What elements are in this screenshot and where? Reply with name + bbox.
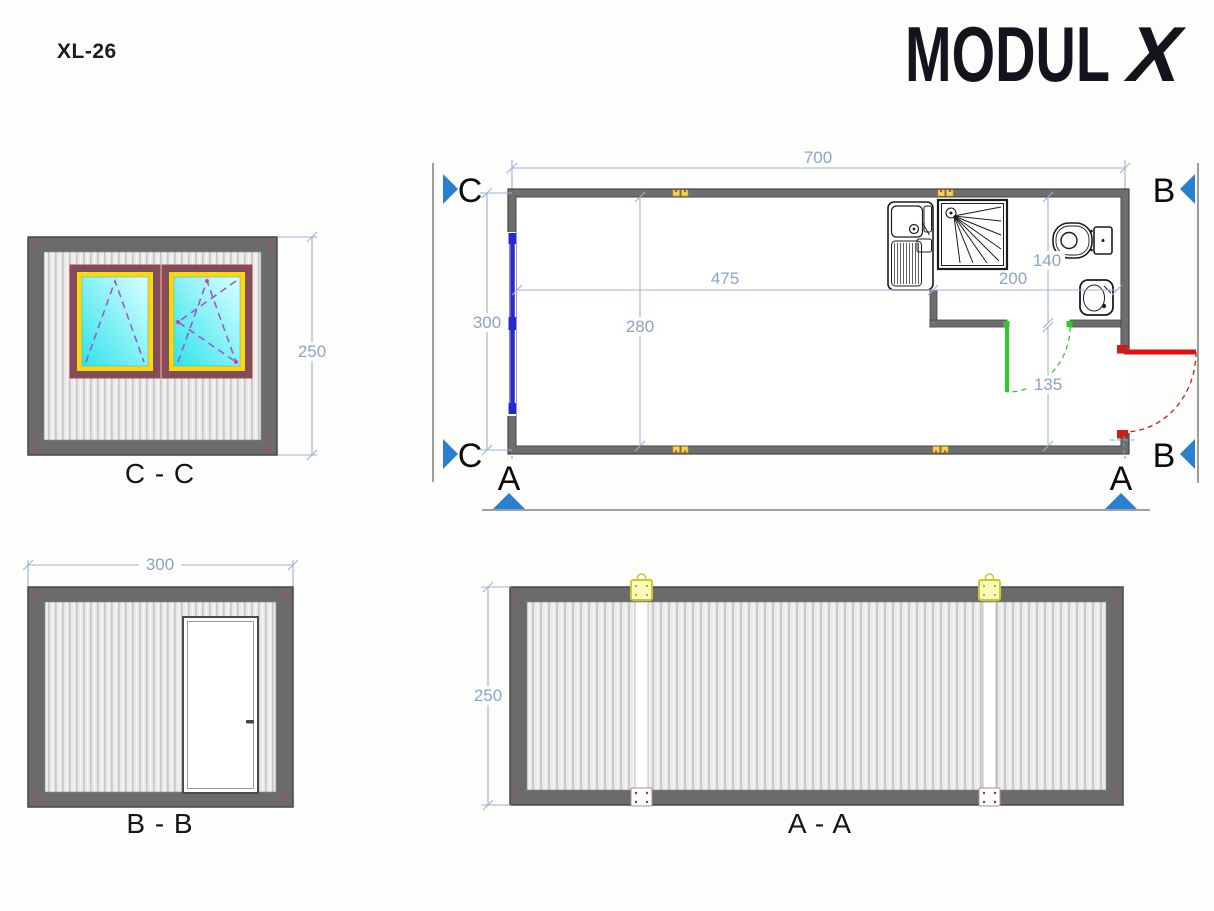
entrance-door [1110,345,1197,454]
wall-panel-joints [672,189,954,453]
kitchen-sink [887,201,934,291]
bb-dim-width: 300 [146,555,174,574]
aa-dim-height: 250 [474,686,502,705]
marker-a-left-icon [493,493,525,509]
section-aa: 250 A - A [469,573,1124,839]
brand-logo: MODUL X [905,13,1193,98]
bb-dim-label-bg [139,555,181,574]
cc-dim-label-bg [292,342,331,361]
aa-wall [526,601,1107,791]
marker-a-right-icon [1105,493,1137,509]
toilet-fixture [1052,222,1113,259]
logo-x-letter: X [1119,13,1193,98]
marker-b-bottom-icon [1180,439,1195,469]
cc-window-left [69,264,161,379]
bb-door-handle [246,720,254,724]
floor-plan: 700 475 200 300 280 140 135 C C B B A A [432,148,1199,511]
aa-top-plates [630,573,1001,601]
plan-dimension-labels: 700 475 200 300 280 140 135 [469,148,1067,394]
dim-main-room-length: 475 [711,269,739,288]
dim-inner-width: 280 [626,317,654,336]
section-cut-lines [432,163,1199,511]
marker-c-top: C [458,172,483,210]
marker-b-bottom: B [1153,437,1176,475]
shower-tray [936,198,1009,271]
aa-panel-seams [634,601,997,791]
interior-door [1003,321,1073,393]
section-cc: 250 C - C [27,231,331,489]
marker-c-bottom-icon [443,439,458,469]
marker-a-right: A [1110,460,1133,498]
plan-window [507,232,517,416]
bb-title: B - B [126,808,193,839]
aa-title: A - A [788,808,852,839]
wash-basin [1079,279,1114,316]
marker-b-top-icon [1180,174,1195,204]
cc-window-right [161,264,253,379]
aa-bottom-plates [630,787,1001,807]
dim-bathroom-depth: 140 [1033,251,1061,270]
bb-door [182,616,259,794]
dim-total-length: 700 [804,148,832,167]
dim-door-zone-depth: 135 [1034,375,1062,394]
cc-dim-height: 250 [298,342,326,361]
sink-drainboard [894,243,919,284]
corner-ticks [511,182,1126,461]
dim-bathroom-length: 200 [999,269,1027,288]
cc-title: C - C [125,458,195,489]
marker-b-top: B [1153,172,1176,210]
outer-walls [507,188,1130,455]
section-bb: 300 B - B [22,555,299,839]
marker-a-left: A [498,460,521,498]
aa-dim-label-bg [469,686,508,705]
dim-outer-width: 300 [473,313,501,332]
plan-dimension-lines [480,160,1131,456]
model-label: XL-26 [57,40,117,63]
marker-c-top-icon [443,174,458,204]
logo-text: MODUL [905,13,1110,98]
marker-c-bottom: C [458,437,483,475]
logo-x-icon: X [1119,13,1193,98]
section-markers: C C B B A A [443,172,1195,509]
